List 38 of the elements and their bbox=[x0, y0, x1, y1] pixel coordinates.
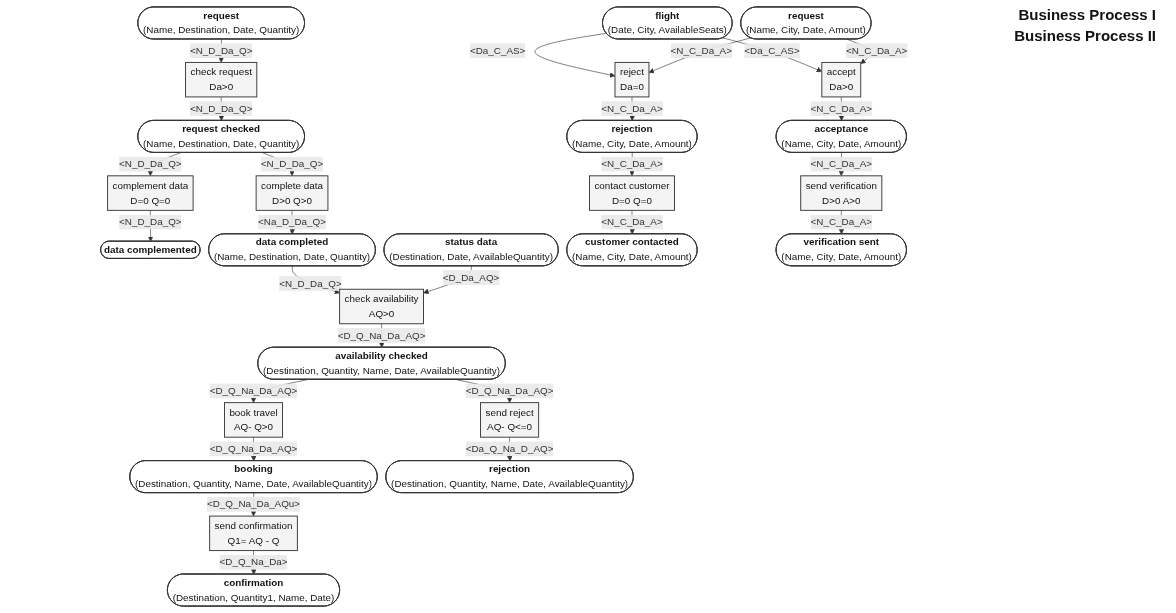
edge-label: <N_D_Da_Q> bbox=[260, 158, 324, 170]
edge-label: <N_D_Da_Q> bbox=[119, 158, 182, 170]
edge-label: <N_D_Da_Q> bbox=[279, 277, 342, 289]
node-box: book travel AQ- Q>0 bbox=[224, 402, 283, 438]
edge-label: <D_Q_Na_Da_AQ> bbox=[465, 385, 554, 396]
edge-label: <D_Q_Na_Da_AQ> bbox=[209, 443, 298, 454]
edge-label: <N_C_Da_A> bbox=[670, 45, 732, 56]
edge-label: <Da_Q_Na_D_AQ> bbox=[465, 443, 554, 454]
edge-label: <D_Q_Na_Da_AQu> bbox=[206, 498, 301, 510]
node-box: complete data D>0 Q>0 bbox=[255, 175, 329, 211]
edge-label: <D_Q_Na_Da_AQ> bbox=[209, 385, 298, 396]
edge-label: <N_D_Da_Q> bbox=[189, 45, 253, 56]
node-box: send confirmation Q1= AQ - Q bbox=[209, 515, 298, 552]
edge-label: <N_C_Da_A> bbox=[601, 216, 663, 227]
edge-label: <N_C_Da_A> bbox=[810, 103, 872, 114]
node-box: send verification D>0 A>0 bbox=[800, 175, 883, 211]
edge-label: <N_C_Da_A> bbox=[601, 103, 663, 114]
node-box: reject Da=0 bbox=[614, 61, 650, 98]
edge-label: <N_C_Da_A> bbox=[810, 216, 872, 227]
edge-label: <N_C_Da_A> bbox=[601, 158, 663, 170]
edge-label: <D_Q_Na_Da_AQ> bbox=[337, 329, 426, 341]
edge-label: <Da_C_AS> bbox=[744, 45, 800, 56]
edge-label: <N_D_Da_Q> bbox=[119, 216, 182, 227]
edge-label: <N_D_Da_Q> bbox=[189, 103, 253, 114]
edge-label: <N_C_Da_A> bbox=[810, 158, 872, 170]
node-box: contact customer D=0 Q=0 bbox=[589, 175, 675, 211]
edge-label: <D_Q_Na_Da> bbox=[219, 556, 288, 568]
edge-label: <Na_D_Da_Q> bbox=[258, 216, 327, 227]
node-box: accept Da>0 bbox=[821, 61, 862, 98]
node-box: send reject AQ- Q<=0 bbox=[480, 402, 540, 438]
process-heading: Business Process I bbox=[1018, 6, 1156, 23]
node-box: check request Da>0 bbox=[185, 61, 258, 98]
edge-label: <Da_C_AS> bbox=[469, 45, 526, 56]
process-heading: Business Process II bbox=[1014, 27, 1156, 44]
edge-label: <D_Da_AQ> bbox=[442, 271, 500, 283]
node-box: complement data D=0 Q=0 bbox=[107, 175, 194, 211]
node-box: check availability AQ>0 bbox=[339, 288, 424, 325]
edge-label: <N_C_Da_A> bbox=[845, 45, 908, 56]
